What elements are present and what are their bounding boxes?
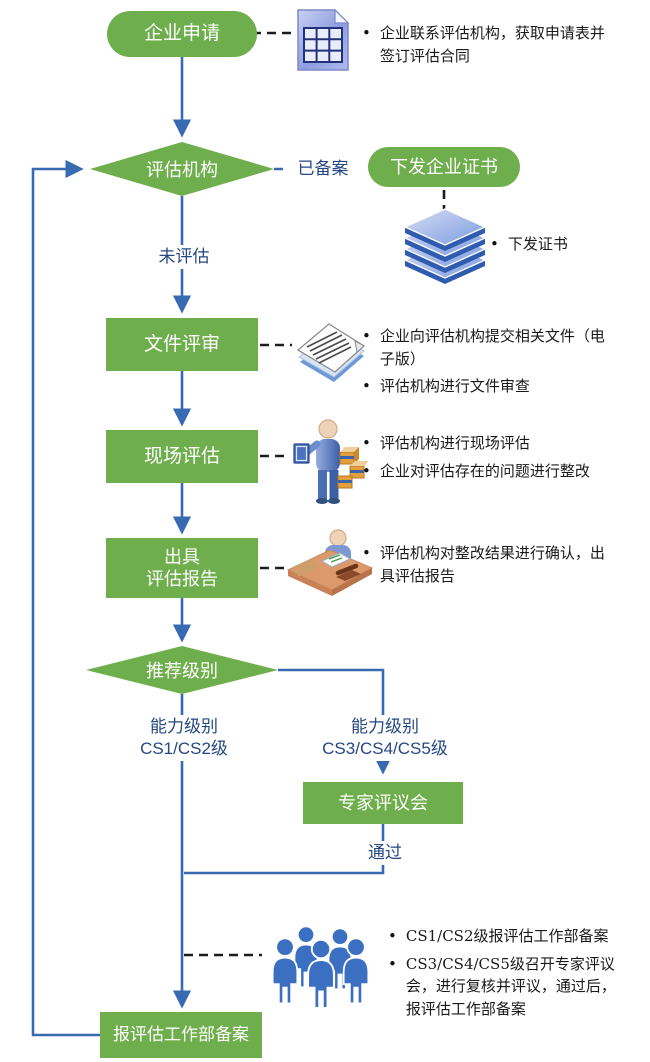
note-item: • 企业向评估机构提交相关文件（电子版） — [362, 325, 610, 370]
note-item: • 评估机构进行现场评估 — [362, 432, 622, 455]
bullet-icon: • — [362, 544, 371, 562]
note-item: • 企业对评估存在的问题进行整改 — [362, 460, 622, 483]
node-site-assess-label: 现场评估 — [143, 445, 220, 467]
edge-label-pass: 通过 — [351, 841, 419, 866]
node-level-label: 推荐级别 — [146, 661, 218, 681]
note-item: • 下发证书 — [490, 233, 630, 256]
note-filing: • CS1/CS2级报评估工作部备案 • CS3/CS4/CS5级召开专家评议会… — [388, 925, 626, 1025]
people-group-icon — [271, 925, 370, 1008]
node-issue-cert: 下发企业证书 — [368, 147, 520, 187]
node-report-label-line1: 出具 — [164, 546, 200, 567]
note-item: • CS3/CS4/CS5级召开专家评议会，进行复核并评议，通过后，报评估工作部… — [388, 953, 626, 1021]
note-site-assess: • 评估机构进行现场评估 • 企业对评估存在的问题进行整改 — [362, 432, 622, 487]
node-apply: 企业申请 — [107, 11, 257, 57]
agency-decision-diamond — [90, 142, 274, 196]
person-at-desk-icon — [286, 529, 374, 596]
note-report: • 评估机构对整改结果进行确认，出具评估报告 — [362, 542, 610, 592]
edge-label-left-branch: 能力级别 CS1/CS2级 — [112, 715, 256, 762]
node-report: 出具 评估报告 — [106, 538, 258, 598]
node-expert: 专家评议会 — [303, 782, 463, 824]
node-report-label-line2: 评估报告 — [146, 569, 218, 589]
bullet-icon: • — [362, 461, 371, 480]
node-expert-label: 专家评议会 — [338, 792, 428, 813]
bullet-icon: • — [362, 377, 371, 395]
node-issue-cert-label: 下发企业证书 — [390, 156, 498, 177]
documents-stack-icon — [296, 323, 366, 382]
node-apply-label: 企业申请 — [143, 23, 220, 45]
bullet-icon: • — [388, 954, 397, 973]
note-doc-review: • 企业向评估机构提交相关文件（电子版） • 评估机构进行文件审查 — [362, 325, 610, 403]
note-item: • 评估机构对整改结果进行确认，出具评估报告 — [362, 542, 610, 587]
node-agency-label: 评估机构 — [146, 160, 218, 180]
note-cert: • 下发证书 — [490, 233, 630, 261]
bullet-icon: • — [362, 24, 371, 42]
bullet-icon: • — [362, 327, 371, 345]
edge-label-registered: 已备案 — [283, 157, 363, 182]
edge-label-right-branch: 能力级别 CS3/CS4/CS5级 — [298, 715, 472, 762]
edge-loop-filing-to-agency — [31, 159, 100, 1037]
node-filing-label: 报评估工作部备案 — [113, 1025, 249, 1045]
bullet-icon: • — [490, 235, 499, 253]
edge-expert-to-merge — [184, 823, 385, 875]
note-item: • 评估机构进行文件审查 — [362, 375, 610, 398]
node-site-assess: 现场评估 — [106, 430, 258, 483]
note-apply: • 企业联系评估机构，获取申请表并签订评估合同 — [362, 22, 610, 72]
note-item: • CS1/CS2级报评估工作部备案 — [388, 925, 626, 948]
person-with-books-icon — [293, 419, 368, 504]
certificate-stack-icon — [403, 208, 487, 284]
edge-label-not-assessed: 未评估 — [150, 245, 218, 270]
bullet-icon: • — [362, 434, 371, 452]
spreadsheet-document-icon — [297, 8, 350, 71]
level-decision-diamond — [86, 646, 278, 694]
bullet-icon: • — [388, 927, 397, 945]
node-doc-review-label: 文件评审 — [143, 333, 220, 355]
node-doc-review: 文件评审 — [106, 318, 258, 371]
note-item: • 企业联系评估机构，获取申请表并签订评估合同 — [362, 22, 610, 67]
node-filing: 报评估工作部备案 — [100, 1012, 262, 1058]
